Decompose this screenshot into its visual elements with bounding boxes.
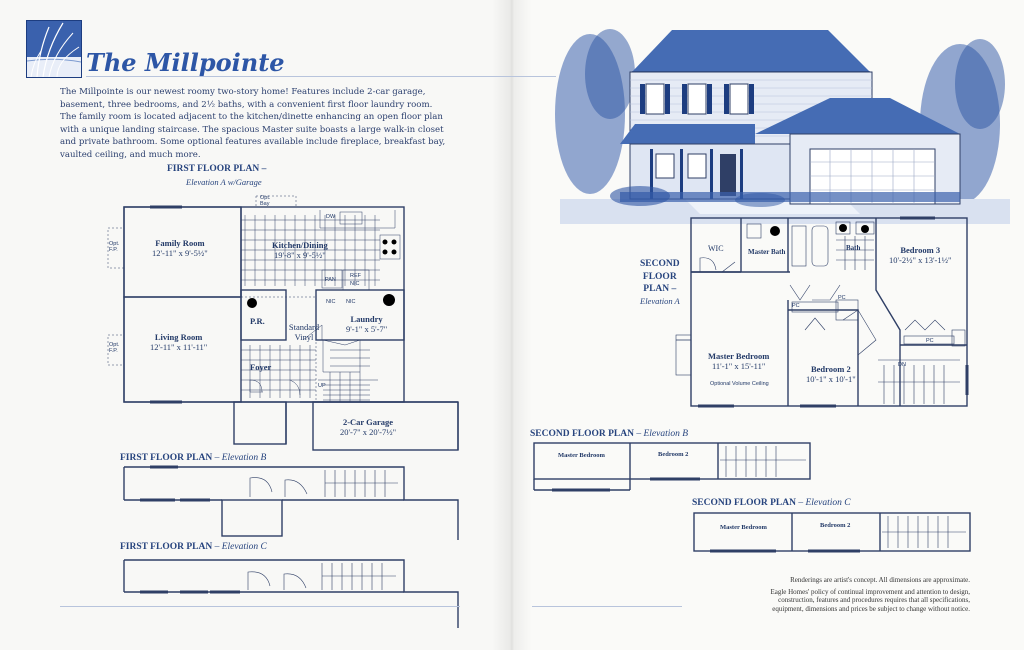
page-gutter: [492, 0, 532, 650]
first-floor-b-title: FIRST FLOOR PLAN: [120, 453, 213, 463]
footer-line-2: Eagle Homes' policy of continual improve…: [770, 587, 970, 613]
room-family: Family Room 12'-11" x 9'-5½": [152, 238, 208, 258]
room-garage: 2-Car Garage 20'-7" x 20'-7½": [340, 417, 396, 437]
house-rendering: [555, 29, 1010, 224]
second-b-bedroom2: Bedroom 2: [658, 451, 689, 458]
second-floor-caption: SECOND FLOOR PLAN –: [640, 258, 680, 296]
label-nic-3: NIC: [346, 299, 356, 305]
right-bottom-rule: [532, 606, 682, 607]
footer-line-1: Renderings are artist's concept. All dim…: [790, 576, 970, 584]
label-pc-3: PC: [926, 338, 934, 344]
second-c-bedroom2: Bedroom 2: [820, 522, 851, 529]
second-floor-caption-3: PLAN –: [643, 284, 677, 294]
room-garage-dim: 20'-7" x 20'-7½": [340, 427, 397, 437]
first-floor-caption: FIRST FLOOR PLAN –: [167, 164, 267, 174]
title-rule: [86, 76, 556, 77]
second-floor-b-title: SECOND FLOOR PLAN: [530, 429, 634, 439]
second-c-master: Master Bedroom: [720, 524, 767, 531]
label-pan: PAN: [325, 277, 336, 283]
room-laundry-name: Laundry: [350, 314, 383, 324]
room-family-name: Family Room: [155, 238, 205, 248]
second-floor-subcaption: Elevation A: [640, 296, 680, 306]
second-floor-b-sub: – Elevation B: [636, 429, 689, 439]
room-wic: WIC: [708, 244, 724, 253]
label-opt-fp-living: Opt. F.P.: [109, 342, 120, 354]
label-nic-2: NIC: [326, 299, 336, 305]
second-floor-caption-2: FLOOR: [642, 271, 677, 282]
label-opt-fp-family: Opt. F.P.: [109, 241, 120, 253]
room-master-bedroom-dim: 11'-1" x 15'-11": [712, 361, 766, 371]
room-kitchen-dim: 19'-8" x 9'-5½": [273, 250, 326, 260]
label-dn: DN: [898, 362, 906, 368]
second-floor-c-sub: – Elevation C: [798, 498, 851, 508]
room-powder: P.R.: [250, 316, 265, 326]
room-master-bedroom: Master Bedroom 11'-1" x 15'-11": [708, 351, 769, 371]
room-master-bedroom-name: Master Bedroom: [708, 351, 770, 361]
second-b-master: Master Bedroom: [558, 452, 605, 459]
label-pc-1: PC: [792, 303, 800, 309]
room-bedroom2-name: Bedroom 2: [810, 364, 851, 374]
label-up: UP: [318, 383, 326, 389]
label-dw: DW: [326, 214, 336, 220]
first-floor-c-caption: FIRST FLOOR PLAN – Elevation C: [120, 542, 267, 552]
label-ref: REF: [350, 273, 361, 279]
left-bottom-rule: [60, 606, 460, 607]
room-bath: Bath: [846, 244, 861, 252]
left-page: [0, 0, 512, 650]
label-opt-bay: Opt. Bay: [260, 195, 271, 207]
room-living-name: Living Room: [154, 332, 203, 342]
room-bedroom3-dim: 10'-2½" x 13'-1½": [889, 255, 952, 265]
room-kitchen-name: Kitchen/Dining: [272, 240, 328, 250]
room-kitchen: Kitchen/Dining 19'-8" x 9'-5½": [272, 240, 328, 260]
footer-disclaimer: Renderings are artist's concept. All dim…: [752, 576, 970, 613]
millpointe-logo: [26, 20, 82, 78]
room-living: Living Room 12'-11" x 11'-11": [150, 332, 207, 352]
second-floor-b-caption: SECOND FLOOR PLAN – Elevation B: [530, 429, 688, 439]
second-floor-caption-1: SECOND: [640, 259, 680, 269]
first-floor-c-sub: – Elevation C: [214, 542, 267, 552]
second-floor-c-title: SECOND FLOOR PLAN: [692, 498, 796, 508]
room-living-dim: 12'-11" x 11'-11": [150, 342, 208, 352]
room-bedroom2: Bedroom 2 10'-1" x 10'-1": [806, 364, 856, 384]
first-floor-c-title: FIRST FLOOR PLAN: [120, 542, 213, 552]
intro-paragraph: The Millpointe is our newest roomy two-s…: [60, 87, 446, 160]
room-bedroom2-dim: 10'-1" x 10'-1": [806, 374, 856, 384]
master-note: Optional Volume Ceiling: [710, 381, 769, 387]
room-foyer: Foyer: [250, 362, 272, 372]
label-nic: NIC: [350, 281, 360, 287]
first-floor-b-sub: – Elevation B: [214, 453, 267, 463]
room-family-dim: 12'-11" x 9'-5½": [152, 248, 208, 258]
room-vinyl: Standard Vinyl: [288, 322, 320, 342]
room-bedroom3-name: Bedroom 3: [900, 245, 941, 255]
page-title: The Millpointe: [86, 48, 285, 77]
room-master-bath: Master Bath: [748, 248, 786, 256]
room-laundry-dim: 9'-1" x 5'-7": [346, 324, 388, 334]
room-bedroom3: Bedroom 3 10'-2½" x 13'-1½": [889, 245, 951, 265]
room-laundry: Laundry 9'-1" x 5'-7": [346, 314, 387, 334]
first-floor-b-caption: FIRST FLOOR PLAN – Elevation B: [120, 453, 266, 463]
room-garage-name: 2-Car Garage: [342, 417, 394, 427]
label-pc-2: PC: [838, 295, 846, 301]
second-floor-c-caption: SECOND FLOOR PLAN – Elevation C: [692, 498, 851, 508]
first-floor-subcaption: Elevation A w/Garage: [186, 177, 262, 187]
